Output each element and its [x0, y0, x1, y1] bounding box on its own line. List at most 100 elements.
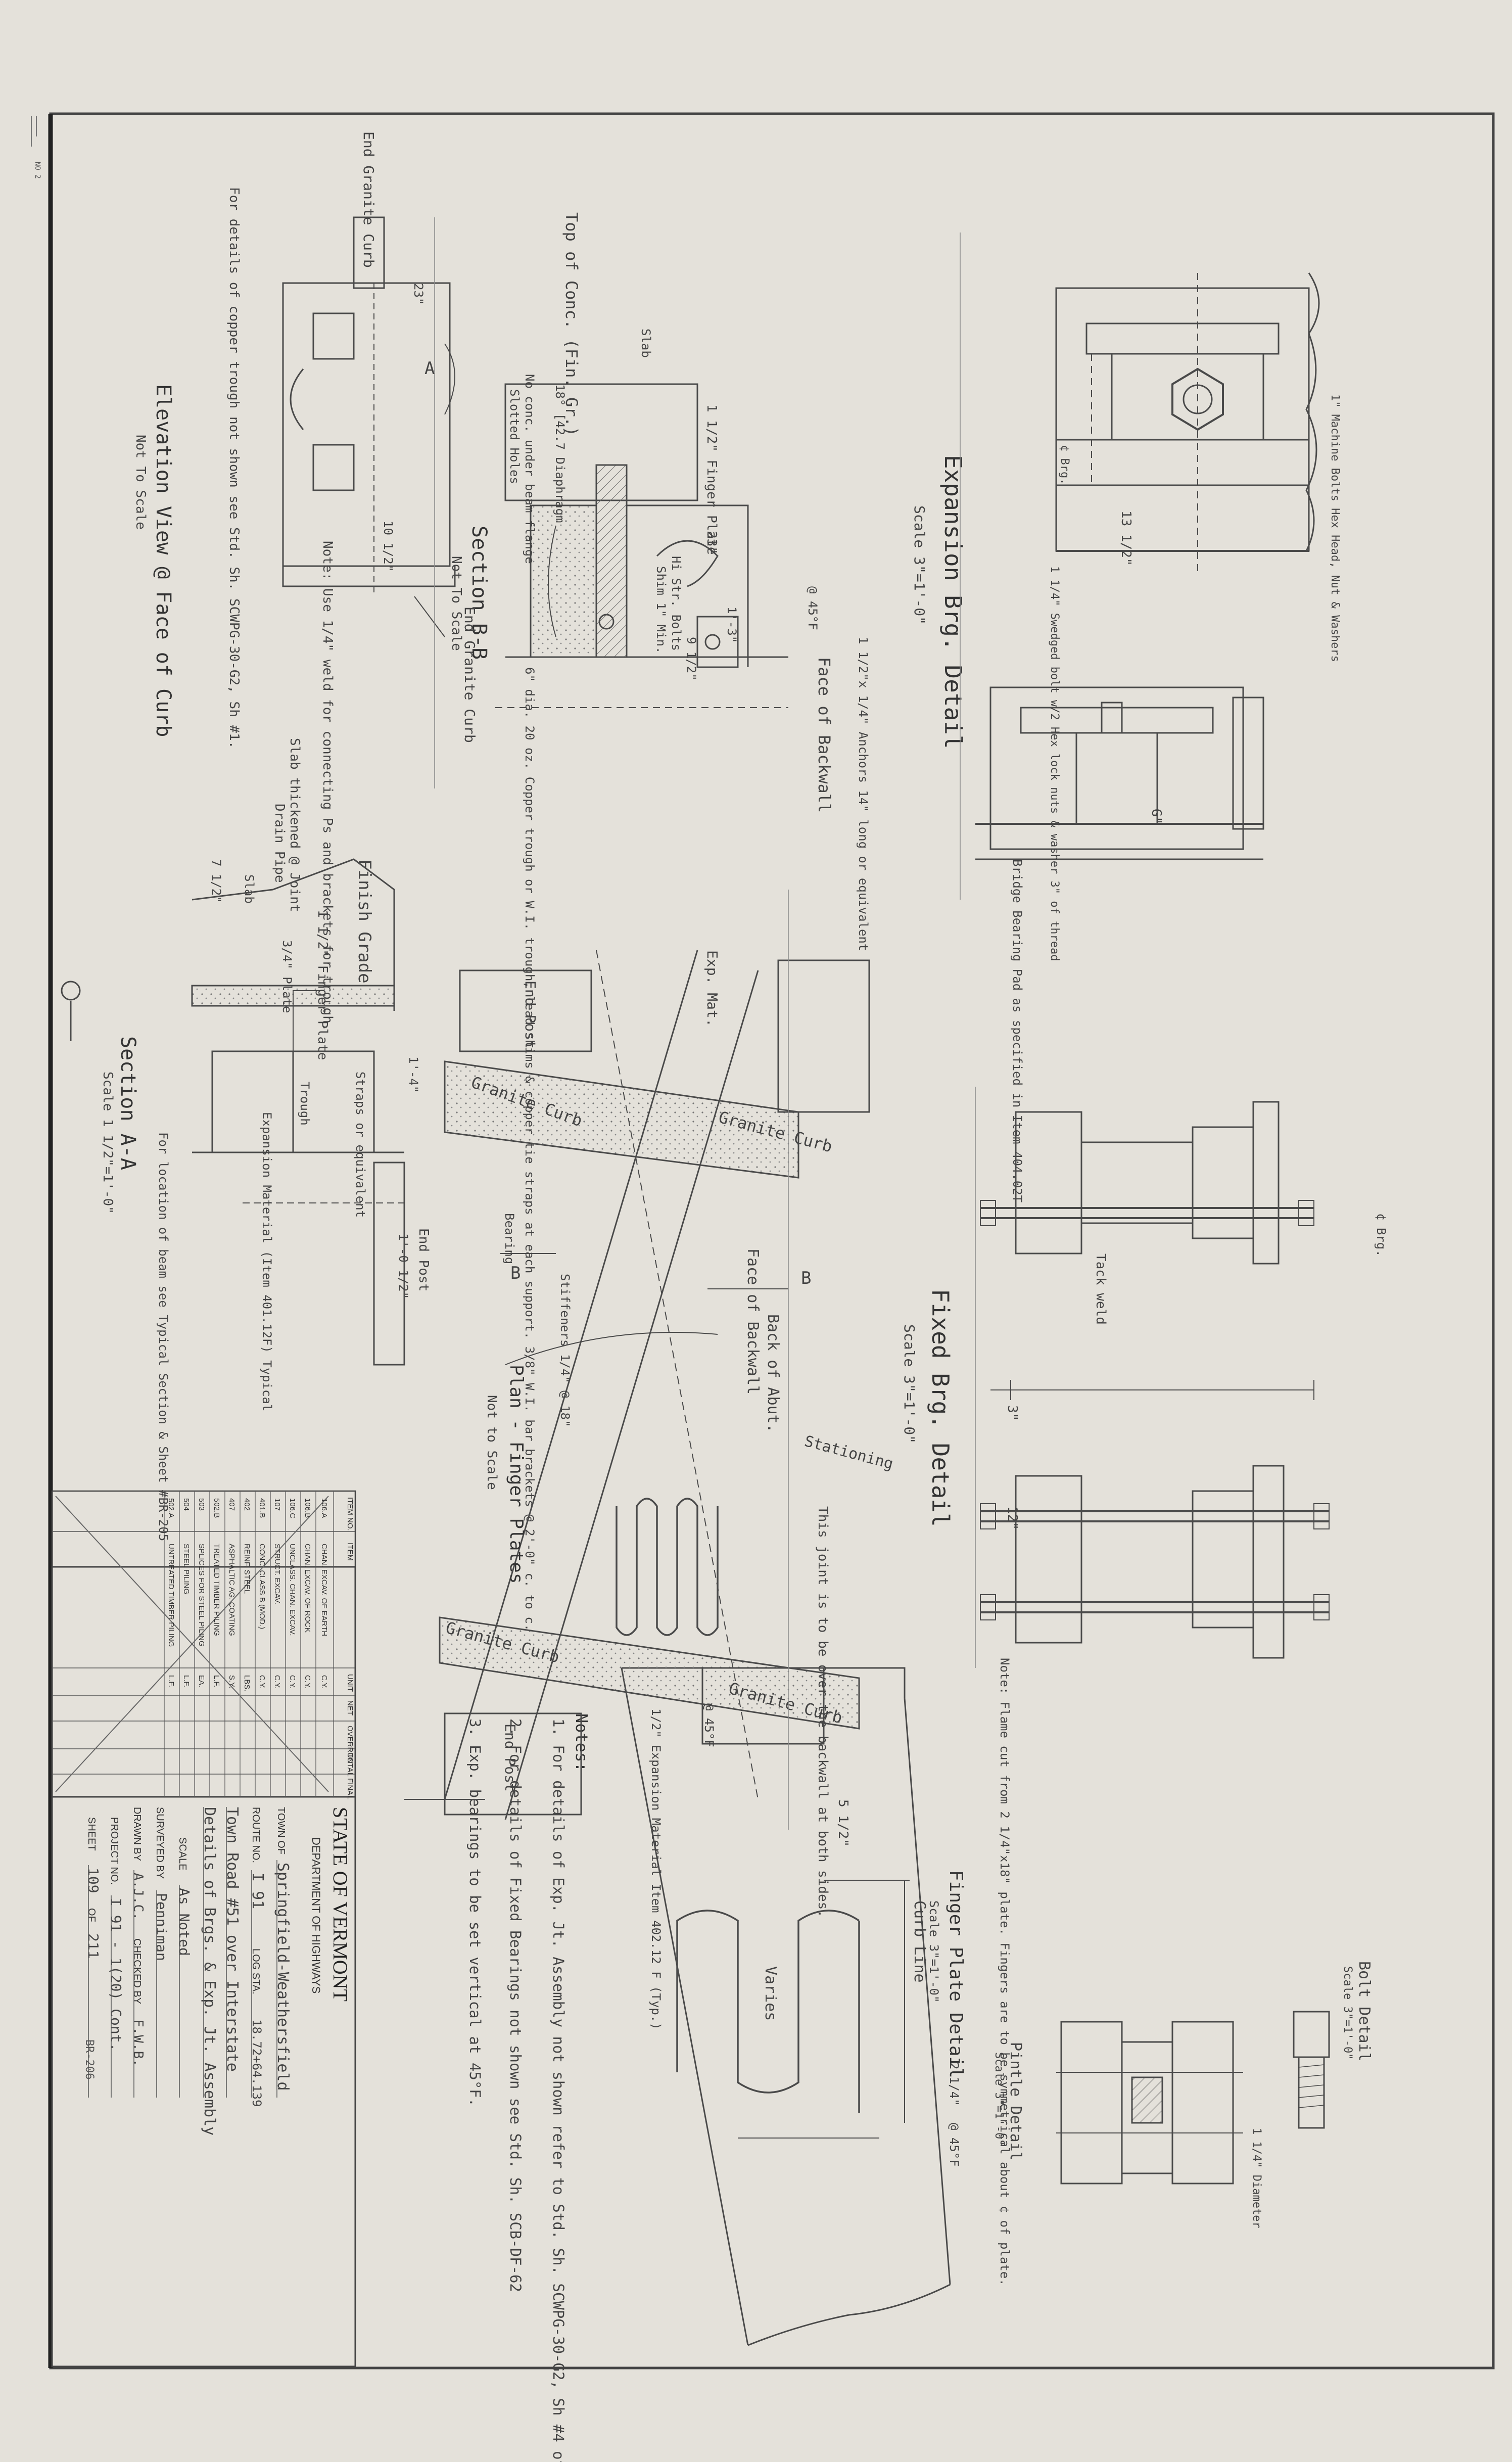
dim-9-2: 9 1/2": [684, 637, 698, 681]
qty-cell: CONC. CLASS B (MOD.): [258, 1544, 266, 1629]
finger-plate-detail: [621, 1667, 951, 2346]
drawn-label: DRAWN BY: [131, 1807, 143, 1861]
section-aa-title: Section A-A: [116, 1036, 139, 1170]
section-bb: [495, 383, 788, 708]
qty-cell: 504: [182, 1498, 191, 1511]
drawn-value: A.J.C.: [130, 1873, 146, 1920]
elevation-text: Elevation View @ Face of Curb Not To Sca…: [133, 131, 478, 1032]
trough-label: Trough: [298, 1082, 312, 1126]
quantity-table: ITEM NO.ITEMUNITNETOVERRUNTOTALFINAL106.…: [51, 1490, 356, 1800]
bolt-title: Bolt Detail: [1355, 1961, 1373, 2062]
dim-7-2: 7 1/2": [209, 859, 223, 903]
log-label: LOG STA.: [250, 1948, 261, 1994]
flame-cut-note: Note: Flame cut from 2 1/4"x18" plate. F…: [998, 1658, 1012, 2286]
elevation-scale: Not To Scale: [133, 435, 148, 530]
qty-cell: 502.A: [167, 1498, 175, 1518]
diaphragm-label: 18° [42.7 Diaphragm: [553, 384, 567, 523]
scale-label: SCALE: [177, 1837, 188, 1871]
qty-cell: C.Y.: [273, 1675, 281, 1689]
slotted-holes-label: Slotted Holes: [507, 389, 522, 484]
qty-cell: REINF. STEEL: [243, 1544, 251, 1594]
face-backwall-plan: Face of Backwall: [744, 1248, 762, 1395]
at45-plan: @ 45°F: [702, 1703, 716, 1747]
qty-cell: 407: [227, 1498, 236, 1511]
cl-brg-1: ¢ Brg.: [1058, 445, 1071, 485]
qty-cell: LBS.: [243, 1675, 251, 1692]
fixed-title: Fixed Brg. Detail: [927, 1289, 954, 1527]
pintle-scale: Scale 3"=1'-0": [993, 2052, 1005, 2146]
surveyed-value: Penniman: [153, 1893, 170, 1961]
title-text: STATE OF VERMONT DEPARTMENT OF HIGHWAYS …: [83, 1807, 352, 2135]
qty-header: ITEM: [346, 1543, 354, 1561]
finger-scale: Scale 3"=1'-0": [927, 1900, 941, 2003]
dim-g: G": [1149, 809, 1164, 824]
qty-cell: STEEL PILING: [182, 1544, 191, 1594]
varies-label: Varies: [762, 1966, 779, 2021]
qty-header: FINAL: [346, 1778, 354, 1800]
plate-34-label: 3/4" Plate: [280, 940, 294, 1013]
note-3: 3. Exp. bearings to be set vertical at 4…: [466, 1718, 484, 2107]
qty-cell: ASPHALTIC AG. COATING: [227, 1544, 236, 1636]
revision-value: BR-206: [83, 2039, 96, 2079]
sheet-label: SHEET: [86, 1817, 97, 1851]
machine-bolts-label: 1" Machine Bolts Hex Head, Nut & Washers: [1329, 394, 1341, 662]
back-abut-label: Back of Abut.: [764, 1314, 782, 1433]
qty-cell: 502.B: [212, 1498, 221, 1518]
dim-12-fixed: 12": [1005, 1506, 1020, 1530]
elevation-view: [282, 216, 456, 637]
qty-header: OVERRUN: [346, 1726, 354, 1763]
end-post-2: End Post: [502, 1724, 518, 1792]
hi-str-bolts-label: Hi Str. Bolts: [669, 556, 683, 651]
construction-lines: [434, 217, 976, 1830]
corner-stamp: NO 2: [33, 162, 41, 179]
dim-1-3: 1'-3": [725, 607, 739, 643]
at45-bb: @ 45°F: [806, 586, 820, 630]
tack-weld-label: Tack weld: [1093, 1253, 1108, 1325]
section-bb-scale: Not To Scale: [449, 556, 464, 651]
finger-plate-bb: 1 1/2" Finger Plate: [704, 404, 719, 554]
qty-cell: CHAN. EXCAV. OF EARTH: [320, 1544, 328, 1636]
elevation-title: Elevation View @ Face of Curb: [152, 384, 175, 737]
expansion-bearing-text: Expansion Brg. Detail Scale 3"=1'-0" 1" …: [911, 394, 1341, 1202]
qty-cell: L.F.: [212, 1675, 221, 1687]
section-aa: [61, 858, 405, 1366]
dim-23-bb: 23": [704, 531, 719, 554]
town-label: TOWN OF: [275, 1807, 287, 1854]
qty-cell: 402: [243, 1498, 251, 1511]
face-backwall-label: Face of Backwall: [815, 657, 834, 813]
binding-marks: [31, 116, 37, 147]
project-label: PROJECT NO.: [109, 1817, 120, 1885]
expansion-scale: Scale 3"=1'-0": [911, 505, 928, 625]
surveyed-label: SURVEYED BY: [154, 1807, 165, 1879]
plan-finger-plates: [404, 950, 870, 1820]
shim-label: Shim 1" Min.: [654, 566, 668, 654]
location-beam-label: For location of beam see Typical Section…: [156, 1132, 170, 1541]
at45-finger: @ 45°F: [947, 2123, 961, 2167]
section-aa-text: Section A-A Scale 1 1/2"=1'-0" Finish Gr…: [100, 804, 431, 1541]
bearing-pad-label: Bridge Bearing Pad as specified in Item …: [1010, 859, 1024, 1202]
finish-grade-label: Finish Grade: [354, 859, 374, 984]
qty-cell: C.Y.: [320, 1675, 328, 1689]
dim-5-2: 5 1/2": [835, 1799, 850, 1847]
qty-cell: 503: [197, 1498, 206, 1511]
qty-cell: 107: [273, 1498, 281, 1511]
scale-value: As Noted: [176, 1888, 193, 1956]
qty-cell: 106.C: [288, 1498, 297, 1518]
checked-label: CHECKED BY: [131, 1938, 143, 2004]
qty-cell: 401.B: [258, 1498, 266, 1518]
qty-header: TOTAL: [346, 1753, 354, 1777]
curb-line-label: Curb Line: [911, 1900, 928, 1983]
b-mark-1: B: [510, 1263, 521, 1283]
dim-2-4: 2 1/4": [947, 2062, 961, 2106]
copper-note: For details of copper trough not shown s…: [226, 187, 242, 749]
fixed-bearing-detail: [980, 1101, 1330, 1659]
exp-mat-label: Exp. Mat.: [704, 950, 721, 1027]
quantity-table-rows: ITEM NO.ITEMUNITNETOVERRUNTOTALFINAL106.…: [167, 1497, 354, 1800]
sheet-value: 109: [85, 1868, 102, 1893]
qty-cell: 106.A: [320, 1498, 328, 1518]
qty-cell: EA.: [197, 1675, 206, 1687]
trough-note: 6" dia. 20 oz. Copper trough or W.I. tro…: [523, 667, 537, 1631]
expansion-title: Expansion Brg. Detail: [939, 455, 967, 749]
qty-header: NET: [346, 1700, 354, 1715]
